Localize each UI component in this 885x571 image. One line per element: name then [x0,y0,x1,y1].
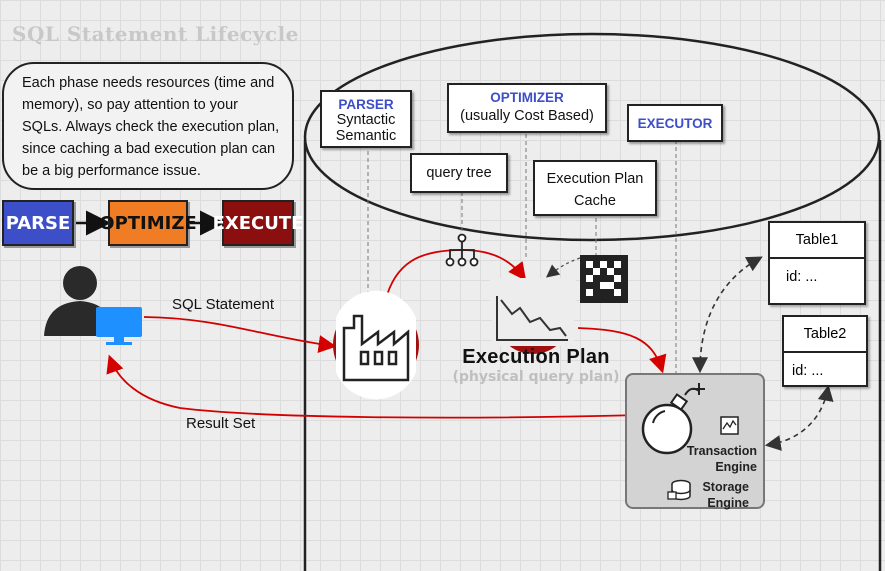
monitor-icon [96,307,142,345]
executor-engine-panel: Transaction Engine Storage Engine [625,373,765,511]
resource-note: Each phase needs resources (time and mem… [2,62,294,190]
database-cylinder [303,32,882,571]
cache-grid-icon [580,255,628,303]
parser-line2: Semantic [335,128,397,144]
execution-plan-subtitle: (physical query plan) [452,369,620,385]
optimize-to-execute-arrow [577,327,667,374]
sql-statement-label: SQL Statement [172,296,274,313]
execution-plan-label: Execution Plan (physical query plan) [446,346,626,385]
table1-row: id: ... [786,269,818,285]
storage-engine-label: Storage Engine [702,479,749,511]
parser-line1: Syntactic [336,112,396,128]
optimizer-box: OPTIMIZER (usually Cost Based) [447,83,607,133]
phase-parse: PARSE [2,200,74,246]
plan-chart-icon [490,278,576,354]
cache-arrow [545,257,581,278]
result-set-label: Result Set [186,415,256,432]
storage-engine-line2: Engine [707,496,749,510]
phase-execute: EXECUTE [213,200,303,246]
query-tree-label: query tree [426,165,492,181]
transaction-engine-line2: Engine [715,460,757,474]
optimizer-title: OPTIMIZER [490,90,564,105]
table2-connector [764,384,834,451]
execution-plan-title: Execution Plan [462,346,610,368]
table2-row: id: ... [792,363,824,379]
optimizer-subtitle: (usually Cost Based) [460,108,594,124]
table1-name: Table1 [770,223,864,259]
sql-statement-arrow [143,316,337,353]
bomb-icon [641,383,705,455]
storage-engine-line1: Storage [702,480,749,494]
table1: Table1 id: ... [768,221,866,305]
plan-cache-line1: Execution Plan [546,171,644,187]
tree-icon [445,233,479,267]
parser-title: PARSER [338,97,394,112]
transaction-engine-label: Transaction Engine [687,443,757,475]
executor-box: EXECUTOR [627,104,723,142]
storage-icon [667,479,691,501]
table2: Table2 id: ... [782,315,868,387]
transaction-icon [720,416,739,435]
phase-optimize: OPTIMIZE [99,200,197,246]
parser-box: PARSER Syntactic Semantic [320,90,412,148]
page-title: SQL Statement Lifecycle [12,22,299,46]
plan-cache-box: Execution Plan Cache [533,160,657,216]
plan-cache-line2: Cache [574,193,616,209]
table2-name: Table2 [784,317,866,353]
guide-lines [367,134,677,375]
transaction-engine-line1: Transaction [686,444,757,458]
query-tree-box: query tree [410,153,508,193]
factory-icon [333,290,419,400]
result-set-arrow [106,354,641,419]
table1-connector [692,256,763,374]
executor-title: EXECUTOR [637,115,713,131]
